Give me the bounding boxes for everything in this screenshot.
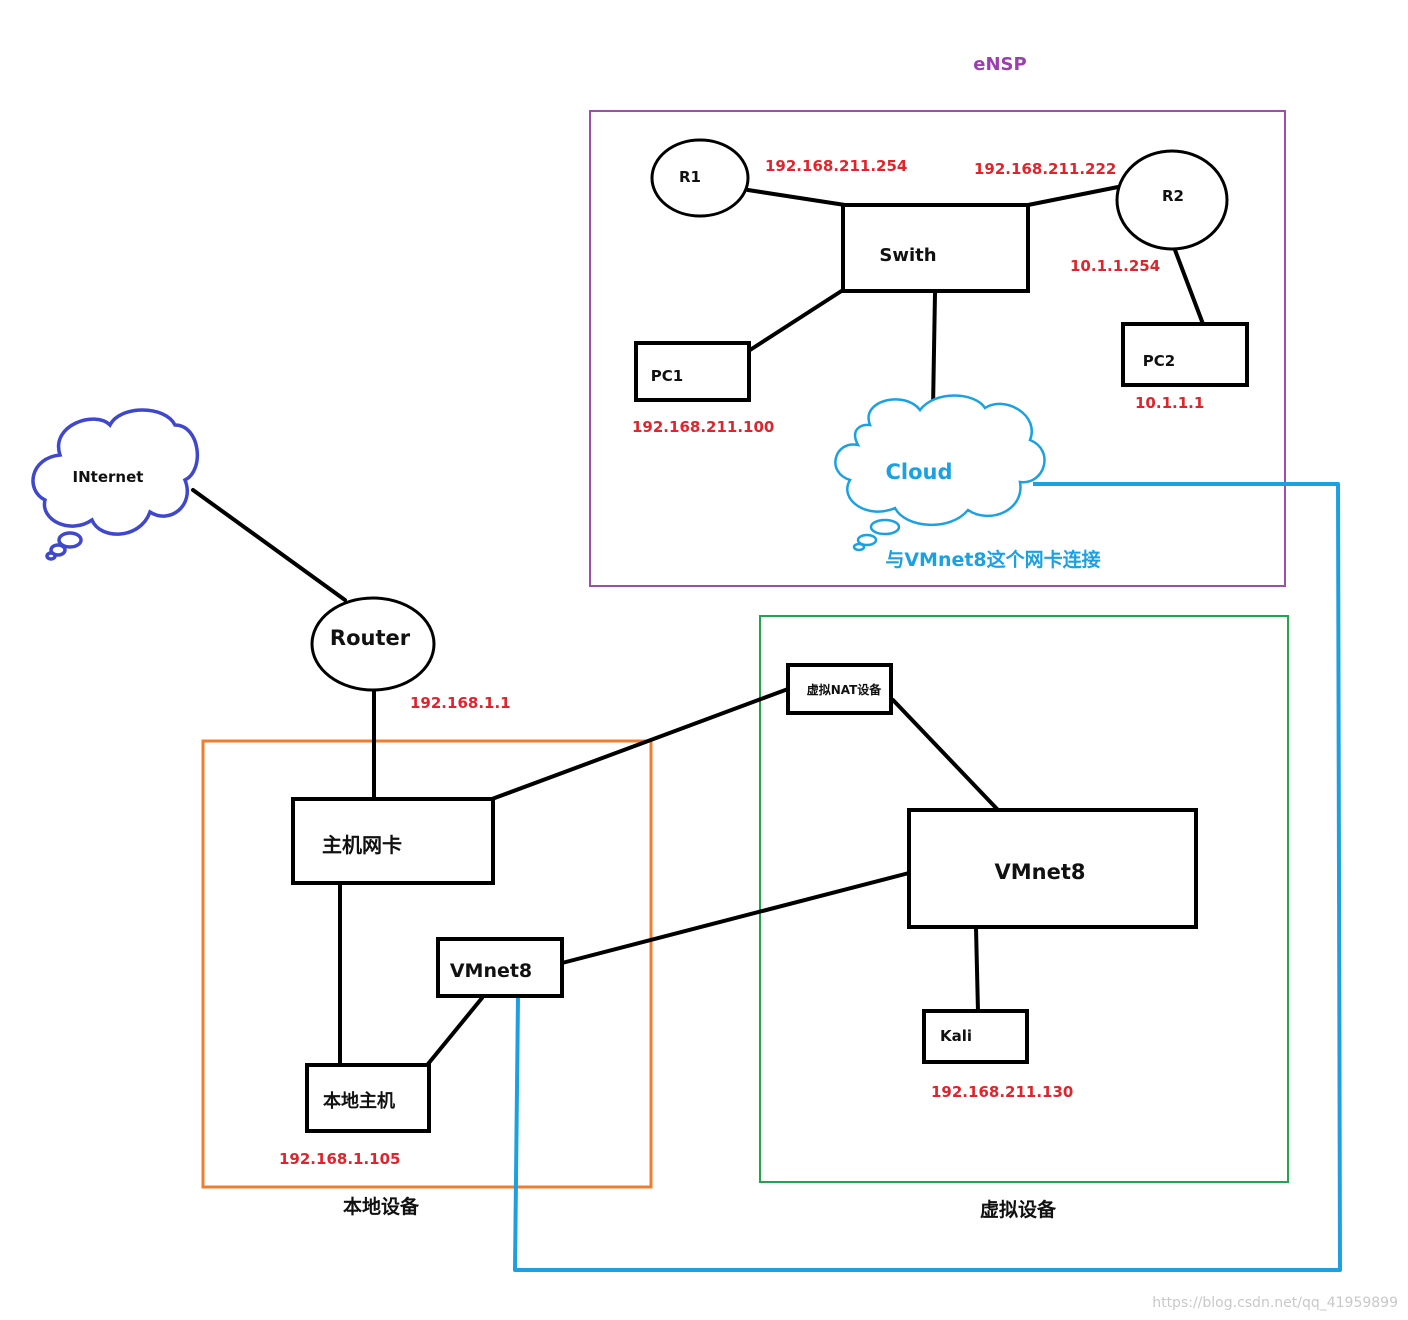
local-vmnet8-node (436, 937, 564, 998)
pc1-node (634, 341, 751, 402)
local-host-label: 本地主机 (323, 1090, 395, 1112)
watermark: https://blog.csdn.net/qq_41959899 (1152, 1295, 1398, 1311)
virtual-group-label: 虚拟设备 (980, 1198, 1057, 1221)
internet-cloud-icon (31, 408, 200, 561)
ensp-group-box (589, 110, 1286, 587)
edge-r1-switch (746, 188, 847, 207)
nat-device-node (786, 663, 893, 715)
internet-label: INternet (73, 468, 144, 486)
virtual-group-box (759, 615, 1289, 1183)
host-nic-node (291, 797, 495, 885)
router-label: Router (330, 626, 411, 650)
router-r1-node (650, 138, 750, 218)
cloud-note: 与VMnet8这个网卡连接 (885, 548, 1100, 571)
kali-label: Kali (940, 1027, 972, 1045)
local-group-box (201, 739, 653, 1189)
ip-pc1: 192.168.211.100 (632, 418, 774, 436)
edge-r2-pc2 (1173, 248, 1205, 326)
edge-nat-vmnet8 (891, 698, 1000, 812)
ensp-title: eNSP (973, 54, 1026, 75)
cloud-label: Cloud (885, 460, 952, 484)
router-r2-node (1115, 149, 1229, 251)
edge-localvmnet8-vmnet8 (560, 871, 911, 965)
ip-r2-right: 10.1.1.254 (1070, 257, 1160, 275)
switch-node (841, 203, 1030, 293)
ip-kali: 192.168.211.130 (931, 1083, 1073, 1101)
ip-r2-left: 192.168.211.222 (974, 160, 1116, 178)
kali-node (922, 1009, 1029, 1064)
r2-label: R2 (1162, 187, 1184, 205)
pc2-node (1121, 322, 1249, 387)
ip-pc2: 10.1.1.1 (1135, 394, 1204, 412)
local-host-node (305, 1063, 431, 1133)
edge-hostnic-nat (490, 687, 790, 801)
r1-label: R1 (679, 168, 701, 186)
pc1-label: PC1 (651, 367, 683, 385)
router-node (310, 596, 436, 692)
cloud-to-vmnet8-link (513, 482, 1342, 1272)
vmnet8-node (907, 808, 1198, 929)
host-nic-label: 主机网卡 (322, 833, 402, 857)
edge-switch-r2 (1026, 185, 1120, 207)
switch-label: Swith (879, 245, 936, 266)
edge-localvmnet8-localhost (426, 996, 484, 1066)
ip-r1: 192.168.211.254 (765, 157, 907, 175)
local-group-label: 本地设备 (343, 1195, 420, 1218)
edge-switch-pc1 (748, 288, 845, 352)
edge-vmnet8-kali (974, 926, 980, 1014)
pc2-label: PC2 (1143, 352, 1175, 370)
nat-device-label: 虚拟NAT设备 (807, 682, 883, 697)
ip-router: 192.168.1.1 (410, 694, 511, 712)
cloud-icon (834, 394, 1046, 552)
edge-switch-cloud (931, 291, 937, 410)
local-vmnet8-label: VMnet8 (450, 960, 532, 982)
edge-internet-router (191, 488, 347, 602)
vmnet8-label: VMnet8 (995, 860, 1086, 884)
ip-local-host: 192.168.1.105 (279, 1150, 400, 1168)
